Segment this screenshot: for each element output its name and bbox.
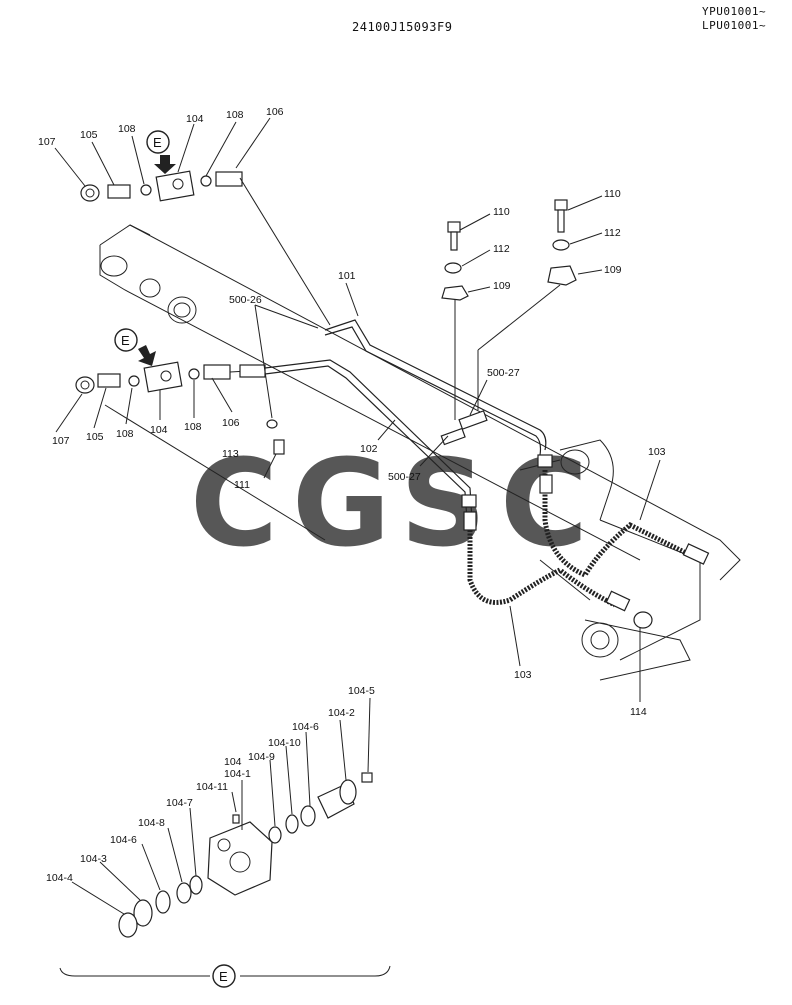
label-108-lower-b: 108 [184,421,202,433]
serial-range-1: YPU01001~ [702,5,767,18]
label-110-left: 110 [493,206,510,218]
label-104-detail: 104 [224,756,242,768]
label-104-10: 104-10 [268,737,301,749]
serial-range-2: LPU01001~ [702,19,767,32]
hose-103-upper [542,470,692,579]
label-107-upper: 107 [38,136,56,148]
label-110-right: 110 [604,188,621,200]
label-104-upper: 104 [186,113,204,125]
label-109-right: 109 [604,264,622,276]
label-104-1: 104-1 [224,768,251,780]
boom-body [99,224,741,681]
fitting-group-lower [75,304,326,541]
label-108-upper-a: 108 [118,123,136,135]
watermark-letter-2: G [292,435,391,574]
label-500-26: 500-26 [229,294,262,306]
label-109-left: 109 [493,280,511,292]
callout-e-detail: E [219,969,228,984]
label-113: 113 [222,448,239,460]
label-104-7: 104-7 [166,797,193,809]
label-103-right: 103 [648,446,666,458]
label-104-lower: 104 [150,424,168,436]
watermark: C G S C [190,435,588,574]
drawing-code: 24100J15093F9 [352,20,453,34]
label-104-6-b: 104-6 [110,834,137,846]
leader-lines [54,117,661,915]
label-104-3: 104-3 [80,853,107,865]
label-106-lower: 106 [222,417,240,429]
label-111: 111 [234,479,250,491]
label-105-lower: 105 [86,431,104,443]
hose-fittings [461,454,710,629]
label-104-11: 104-11 [196,781,228,793]
label-101: 101 [338,270,356,282]
label-104-8: 104-8 [138,817,165,829]
detail-e-exploded [59,772,391,977]
label-102: 102 [360,443,378,455]
hose-103-lower [467,530,617,608]
callout-circles [114,130,236,988]
label-108-upper-b: 108 [226,109,244,121]
bolt-group-right [547,199,577,286]
label-114: 114 [630,706,647,718]
callout-e-upper: E [153,135,162,150]
pipe-101 [324,319,547,456]
part-labels: E E E 107 105 108 104 108 106 110 112 10… [38,106,666,984]
clamps-500-27 [440,284,561,446]
label-105-upper: 105 [80,129,98,141]
label-108-lower-a: 108 [116,428,134,440]
bolt-group-left [441,221,469,301]
label-106-upper: 106 [266,106,284,118]
label-112-left: 112 [493,243,510,255]
label-500-27-upper: 500-27 [487,367,520,379]
label-104-6-a: 104-6 [292,721,319,733]
label-103-bottom: 103 [514,669,532,681]
label-104-2: 104-2 [328,707,355,719]
label-500-27-lower: 500-27 [388,471,421,483]
fitting-group-upper [80,155,331,326]
watermark-letter-1: C [190,435,278,574]
label-104-4: 104-4 [46,872,73,884]
label-107-lower: 107 [52,435,70,447]
label-104-9: 104-9 [248,751,275,763]
callout-e-lower: E [121,333,130,348]
label-104-5: 104-5 [348,685,375,697]
label-112-right: 112 [604,227,621,239]
